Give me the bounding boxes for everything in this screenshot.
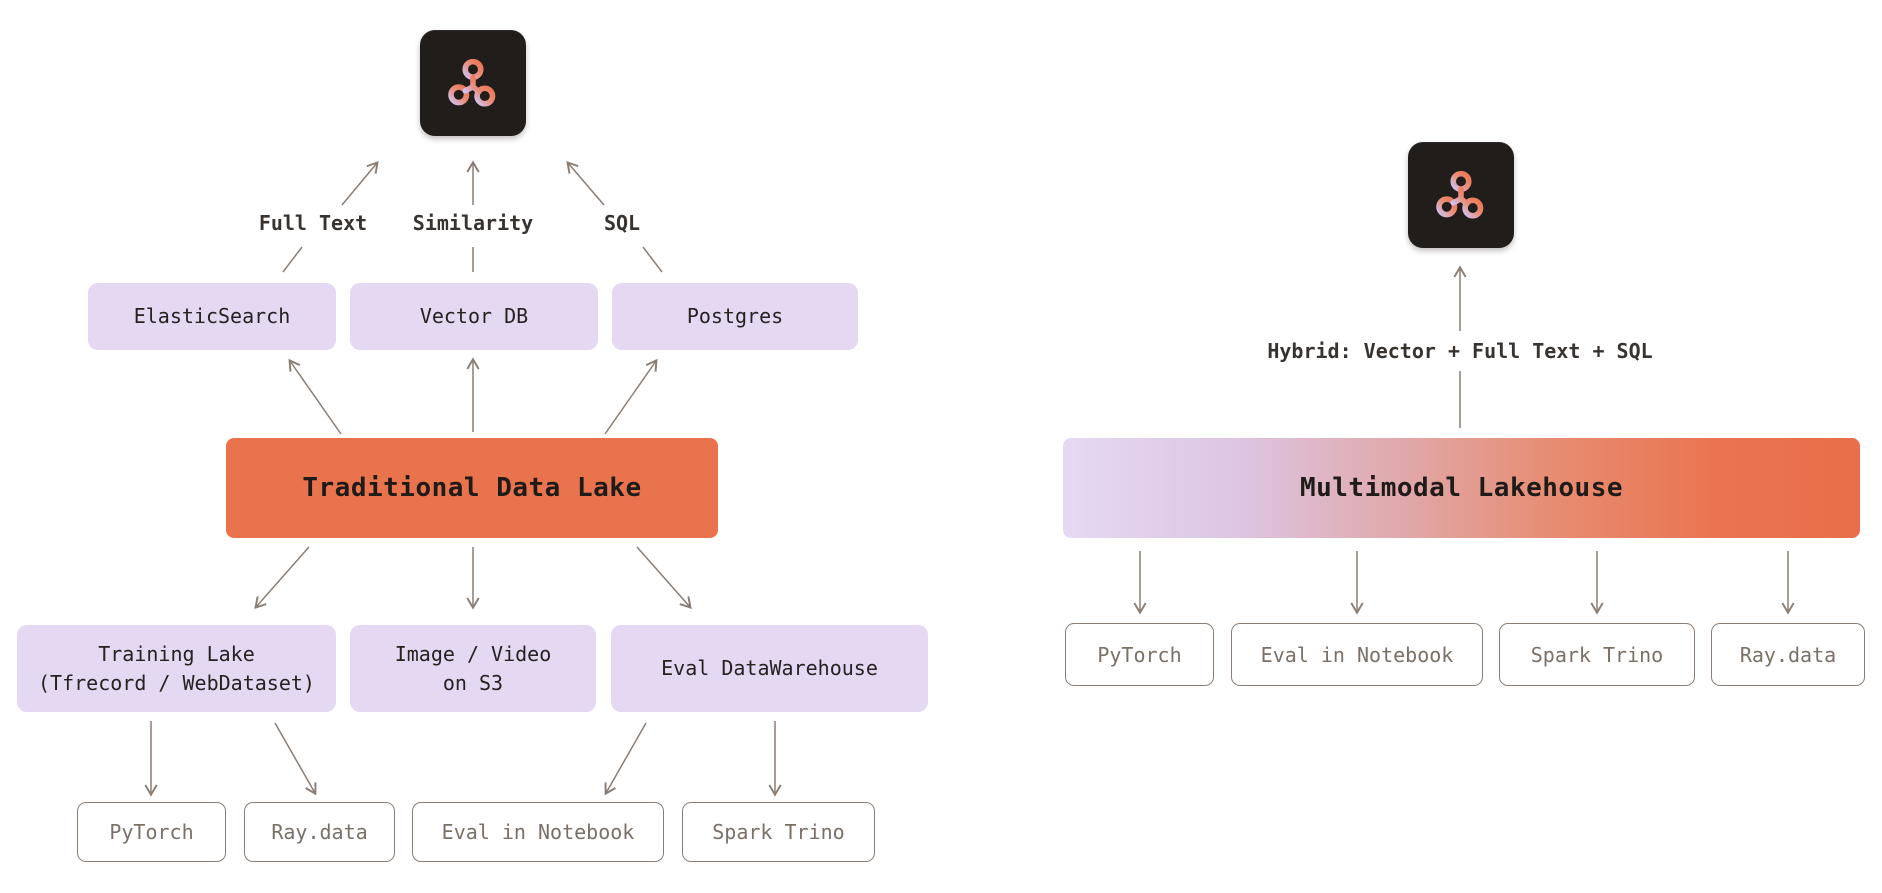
arrow-lake-to-evaldw <box>636 546 692 610</box>
label-sql: SQL <box>603 211 641 235</box>
arrow-sql-to-logo <box>566 160 605 206</box>
lancedb-logo-glyph <box>448 58 496 107</box>
label-similarity: Similarity <box>412 211 534 235</box>
label-full-text: Full Text <box>258 211 368 235</box>
box-training-lake-line1: Training Lake <box>98 641 255 666</box>
lancedb-logo-icon-right <box>1408 142 1514 248</box>
box-left-eval-in-notebook: Eval in Notebook <box>412 802 664 862</box>
arrow-fulltext-to-logo <box>341 160 379 206</box>
box-training-lake: Training Lake (Tfrecord / WebDataset) <box>17 625 336 712</box>
box-right-raydata: Ray.data <box>1711 623 1865 686</box>
box-left-spark-trino: Spark Trino <box>682 802 875 862</box>
box-traditional-data-lake: Traditional Data Lake <box>226 438 718 538</box>
box-left-pytorch: PyTorch <box>77 802 226 862</box>
line-postgres-to-sql <box>642 246 663 273</box>
box-eval-datawarehouse: Eval DataWarehouse <box>611 625 928 712</box>
box-training-lake-line2: (Tfrecord / WebDataset) <box>38 670 315 695</box>
label-hybrid: Hybrid: Vector + Full Text + SQL <box>1267 339 1653 363</box>
arrow-lake-to-postgres <box>604 358 658 435</box>
line-elasticsearch-to-fulltext <box>282 246 303 273</box>
box-left-raydata: Ray.data <box>244 802 395 862</box>
box-right-eval-in-notebook: Eval in Notebook <box>1231 623 1483 686</box>
box-postgres: Postgres <box>612 283 858 350</box>
arrow-traininglake-to-raydata <box>274 722 317 796</box>
box-image-video-s3: Image / Video on S3 <box>350 625 596 712</box>
box-elasticsearch: ElasticSearch <box>88 283 336 350</box>
box-image-video-s3-line1: Image / Video <box>394 641 552 666</box>
box-right-pytorch: PyTorch <box>1065 623 1214 686</box>
lancedb-logo-icon <box>420 30 526 136</box>
arrow-lake-to-elasticsearch <box>288 358 342 435</box>
box-vector-db: Vector DB <box>350 283 598 350</box>
box-image-video-s3-line2: on S3 <box>442 670 504 695</box>
lancedb-logo-glyph <box>1436 170 1484 219</box>
box-right-spark-trino: Spark Trino <box>1499 623 1695 686</box>
arrow-evaldw-to-evalnotebook <box>604 722 647 796</box>
arrow-lake-to-traininglake <box>254 546 310 610</box>
box-multimodal-lakehouse: Multimodal Lakehouse <box>1063 438 1860 538</box>
